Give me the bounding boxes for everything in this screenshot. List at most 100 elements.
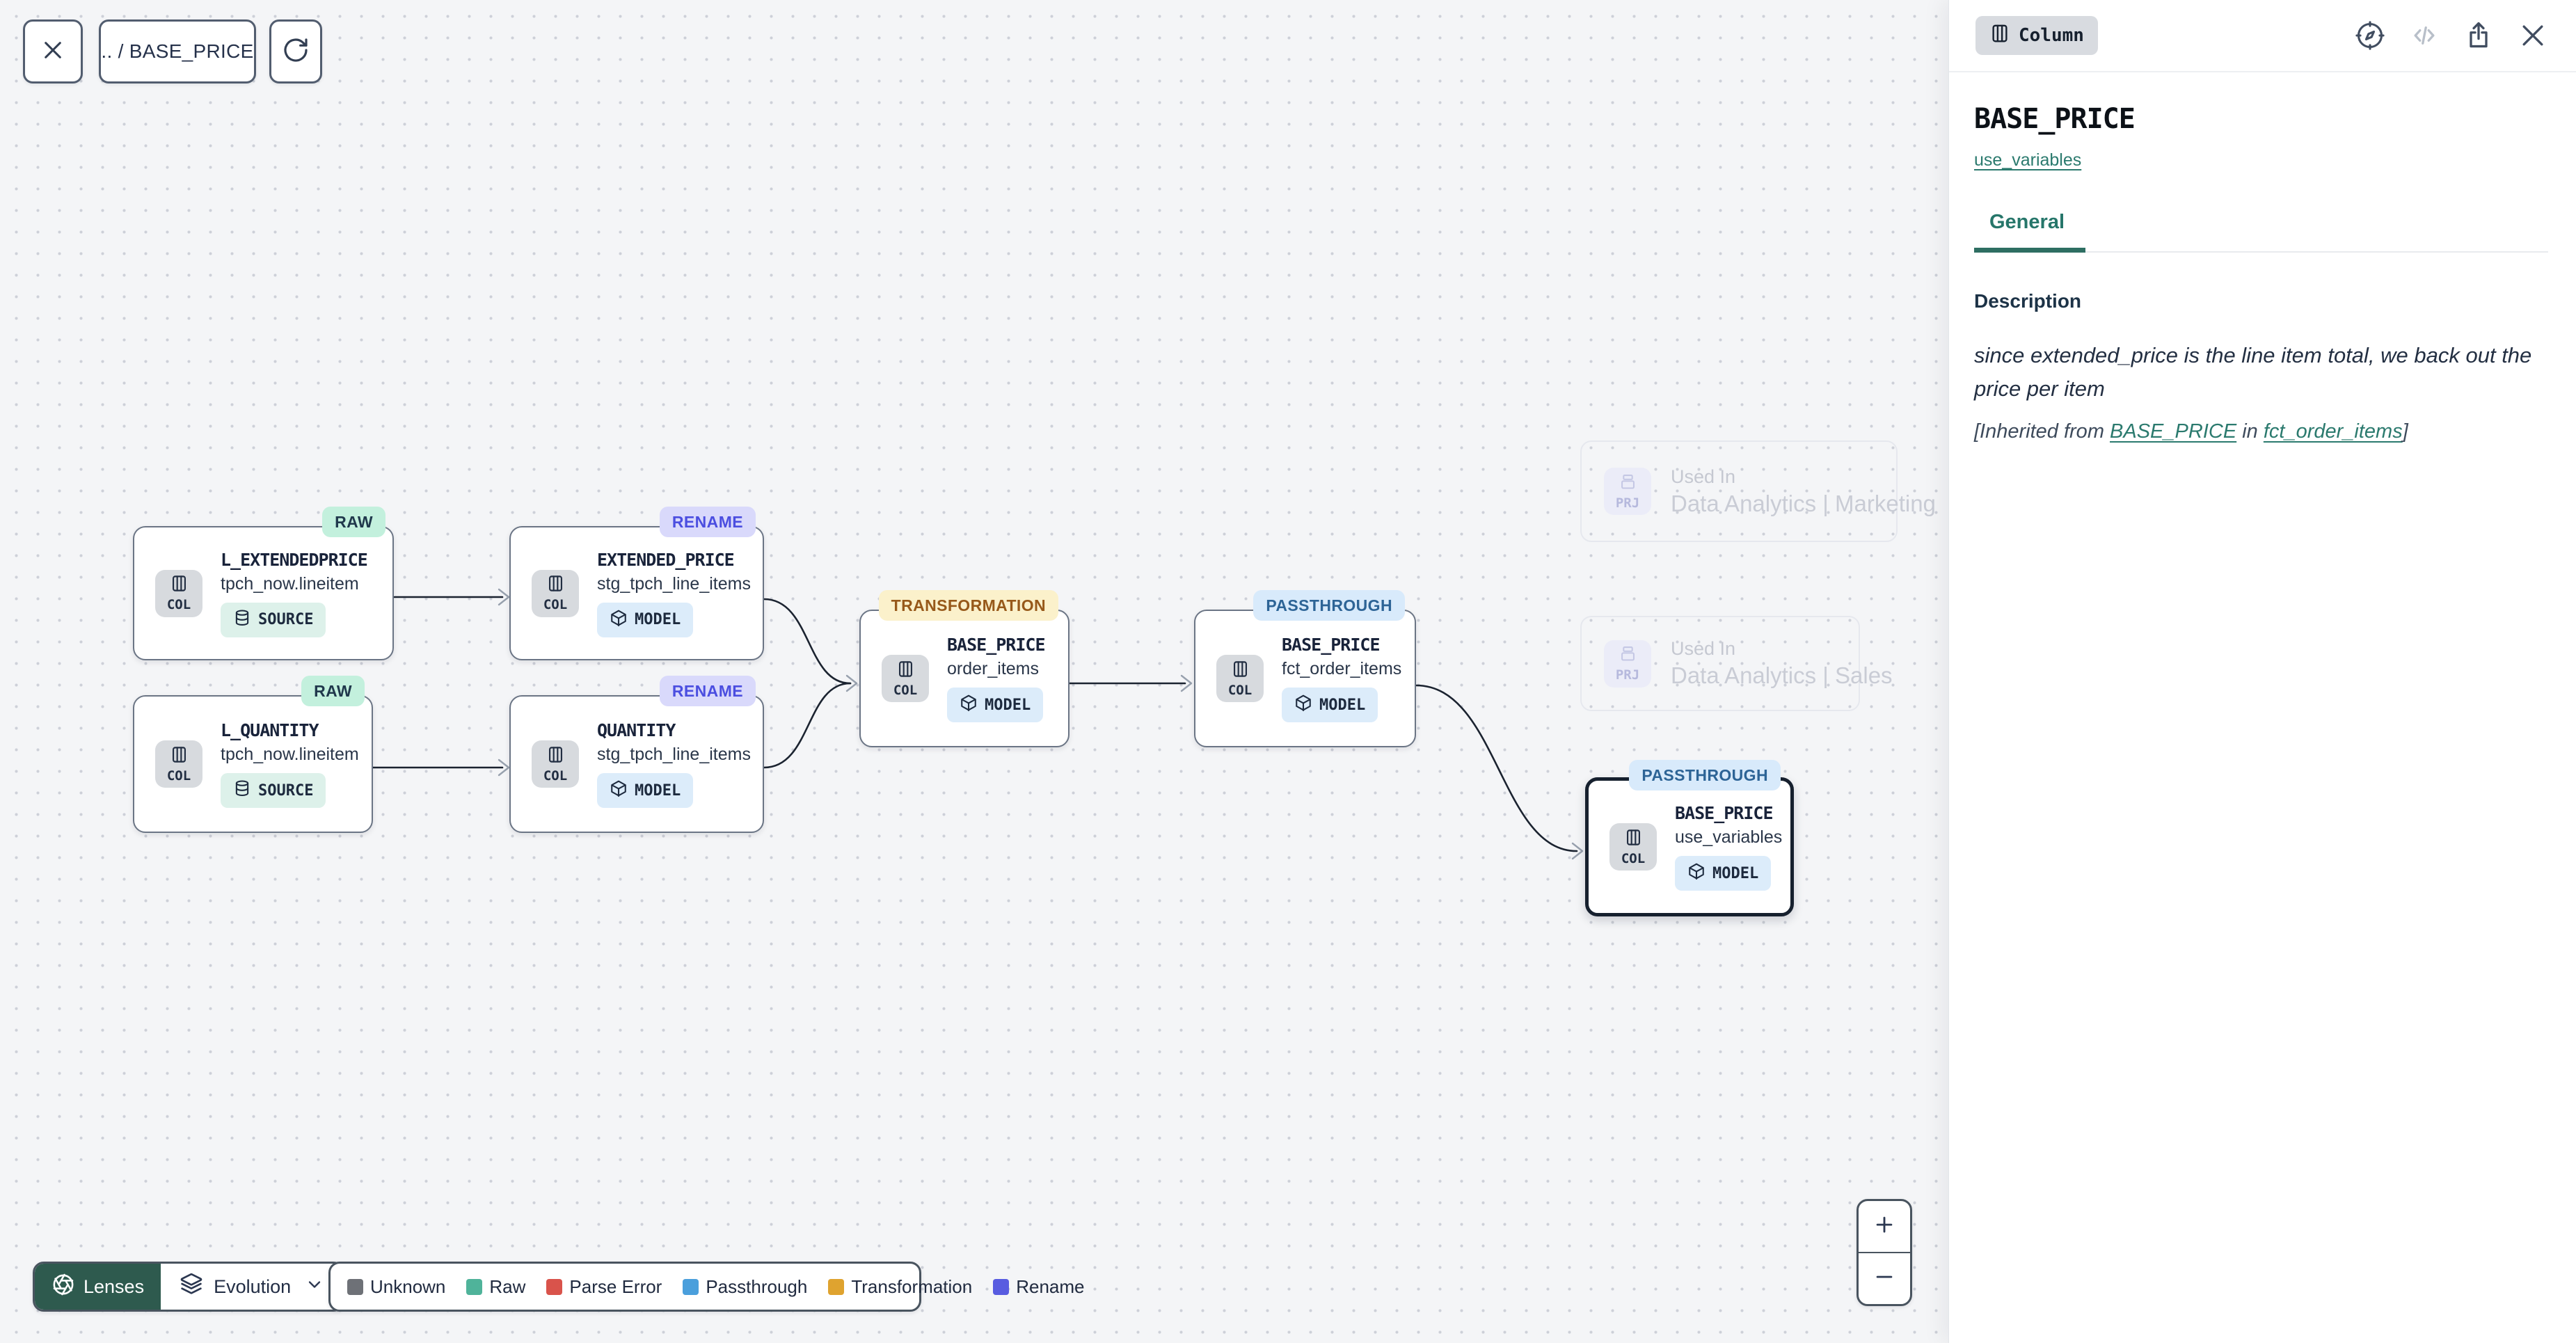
edge-type-badge: PASSTHROUGH [1253,590,1405,621]
node-title: BASE_PRICE [947,635,1046,655]
zoom-in-button[interactable] [1859,1201,1910,1253]
close-icon [2522,25,2543,46]
legend-item: Rename [993,1276,1084,1298]
share-icon [2470,22,2488,48]
inherited-model-link[interactable]: fct_order_items [2263,420,2403,443]
layers-icon [179,1272,204,1302]
details-panel: Column BASE_PRICE use_variables General … [1948,0,2576,1343]
database-icon [233,609,251,631]
breadcrumb: .. / BASE_PRICE [101,40,254,62]
compass-icon [2355,21,2385,50]
columns-icon [170,745,189,768]
panel-header: Column [1949,0,2576,72]
refresh-button[interactable] [269,19,322,84]
used-in-name: Data Analytics | Sales [1671,662,1893,688]
tab-general[interactable]: General [1974,211,2085,253]
lineage-node-base-price-order-items[interactable]: TRANSFORMATION COL BASE_PRICE order_item… [859,590,1070,747]
cube-icon [610,609,628,631]
kind-pill: MODEL [1675,856,1772,891]
cube-icon [1687,862,1706,884]
legend-swatch [993,1278,1010,1295]
node-title: BASE_PRICE [1282,635,1381,655]
columns-icon [1989,23,2010,49]
project-icon [1619,644,1637,667]
inherited-note: [Inherited from BASE_PRICE in fct_order_… [1974,420,2408,443]
legend-item: Passthrough [683,1276,807,1298]
edge-type-badge: RENAME [659,676,756,706]
close-icon [40,37,66,67]
kind-pill: MODEL [1282,688,1378,722]
kind-pill: SOURCE [221,773,326,808]
legend-item: Transformation [828,1276,972,1298]
lineage-node-base-price-use-variables-selected[interactable]: PASSTHROUGH COL BASE_PRICE use_variables… [1585,760,1794,916]
lens-select[interactable]: Evolution [161,1264,342,1310]
lineage-node-l-quantity[interactable]: RAW COL L_QUANTITY tpch_now.lineitem SOU… [133,676,373,833]
column-chip: COL [155,569,202,617]
close-panel-button[interactable] [2516,19,2550,52]
panel-title: BASE_PRICE [1974,103,2136,135]
edge-type-badge: RAW [322,507,385,537]
used-in-node-sales[interactable]: PRJ Used In Data Analytics | Sales [1580,616,1893,711]
edge-type-badge: RAW [301,676,365,706]
kind-pill: MODEL [947,688,1044,722]
legend-swatch [347,1278,363,1295]
node-subtitle: use_variables [1675,827,1783,847]
columns-icon [1231,660,1250,682]
columns-icon [896,660,915,682]
edge-type-legend: Unknown Raw Parse Error Passthrough Tran… [328,1262,1084,1312]
lineage-canvas[interactable]: .. / BASE_PRICE PRJ Used In Data Analyti… [0,0,1948,1343]
lineage-node-extended-price[interactable]: RENAME COL EXTENDED_PRICE stg_tpch_line_… [509,507,764,660]
node-title: QUANTITY [597,720,676,740]
description-label: Description [1974,290,2082,312]
edge-type-badge: RENAME [659,507,756,537]
column-chip: COL [1216,655,1264,702]
column-chip: COL [882,655,929,702]
refresh-icon [282,36,310,67]
kind-pill: MODEL [597,773,694,808]
legend-swatch [828,1278,845,1295]
compass-button[interactable] [2353,19,2387,52]
kind-pill: SOURCE [221,602,326,637]
project-icon [1619,472,1637,495]
kind-pill: MODEL [597,602,694,637]
inherited-column-link[interactable]: BASE_PRICE [2110,420,2237,443]
lineage-node-l-extendedprice[interactable]: RAW COL L_EXTENDEDPRICE tpch_now.lineite… [133,507,394,660]
model-link[interactable]: use_variables [1974,150,2082,170]
lineage-node-base-price-fct-order-items[interactable]: PASSTHROUGH COL BASE_PRICE fct_order_ite… [1194,590,1416,747]
column-chip: COL [532,740,579,788]
columns-icon [1624,828,1643,850]
legend-item: Unknown [347,1276,445,1298]
close-lineage-button[interactable] [23,19,83,84]
columns-icon [170,574,189,596]
used-in-name: Data Analytics | Marketing [1671,490,1936,516]
columns-icon [546,745,565,768]
code-button [2408,19,2441,52]
node-subtitle: order_items [947,659,1039,678]
lenses-button[interactable]: Lenses [35,1264,161,1310]
legend-item: Raw [466,1276,525,1298]
lineage-node-quantity[interactable]: RENAME COL QUANTITY stg_tpch_line_items … [509,676,764,833]
minus-icon [1873,1265,1896,1292]
zoom-out-button[interactable] [1859,1253,1910,1304]
node-title: L_QUANTITY [221,720,319,740]
share-button[interactable] [2462,19,2495,52]
chevron-down-icon [301,1275,324,1299]
used-in-node-marketing[interactable]: PRJ Used In Data Analytics | Marketing [1580,440,1936,542]
node-title: L_EXTENDEDPRICE [221,549,368,570]
cube-icon [960,694,978,716]
project-chip: PRJ [1604,639,1651,688]
legend-item: Parse Error [546,1276,662,1298]
description-text: since extended_price is the line item to… [1974,343,2532,402]
legend-swatch [683,1278,699,1295]
cube-icon [1294,694,1312,716]
legend-swatch [546,1278,563,1295]
project-chip: PRJ [1604,468,1651,515]
node-subtitle: tpch_now.lineitem [221,745,359,764]
breadcrumb-button[interactable]: .. / BASE_PRICE [99,19,256,84]
edge-type-badge: TRANSFORMATION [878,590,1058,621]
aperture-icon [51,1273,75,1301]
used-in-label: Used In [1671,466,1736,487]
panel-tabs: General [1974,211,2548,253]
cube-icon [610,779,628,802]
